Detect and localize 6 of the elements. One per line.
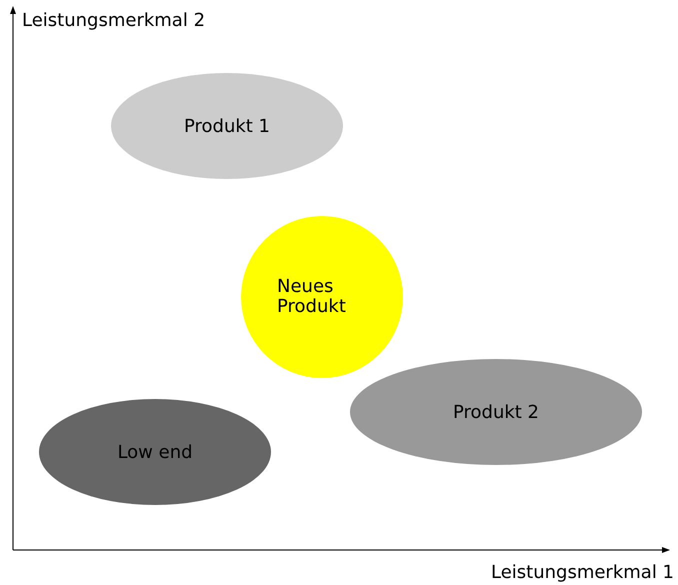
product-label: Neues Produkt <box>277 277 347 317</box>
y-axis-label: Leistungsmerkmal 2 <box>22 10 206 31</box>
product-label: Produkt 2 <box>452 402 540 422</box>
product-label: Produkt 1 <box>184 116 270 136</box>
x-axis-label: Leistungsmerkmal 1 <box>490 562 674 583</box>
product-label: Low end <box>117 442 193 462</box>
